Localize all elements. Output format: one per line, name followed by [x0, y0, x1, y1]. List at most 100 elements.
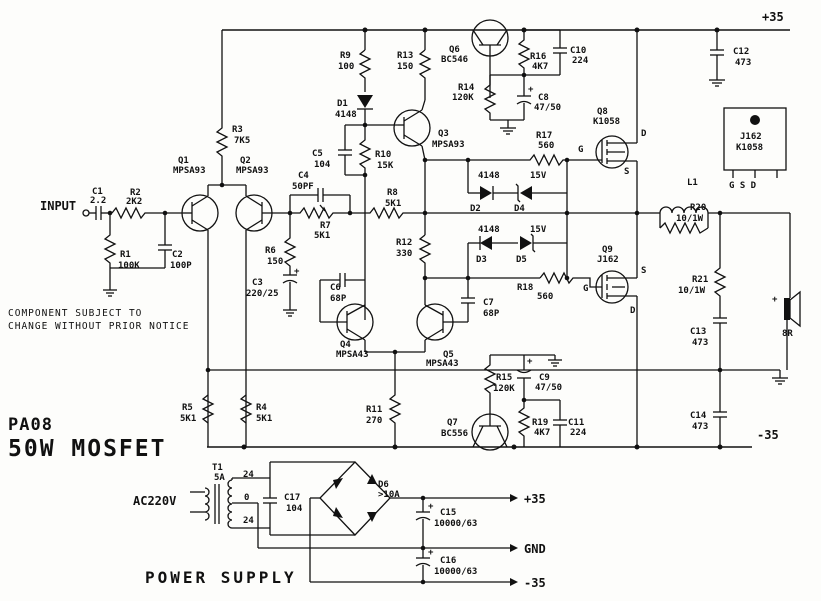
resistor-r20 — [659, 221, 709, 235]
r13-val: 150 — [397, 62, 413, 72]
spk-ref: 8R — [782, 329, 793, 339]
r11-val: 270 — [366, 416, 382, 426]
d6-ref: D6 — [378, 480, 389, 490]
c9-val: 47/50 — [535, 383, 562, 393]
c17-ref: C17 — [284, 493, 300, 503]
r14-ref: R14 — [458, 83, 475, 93]
r10-val: 15K — [377, 161, 394, 171]
ps-negative-label: -35 — [524, 576, 546, 590]
c2-ref: C2 — [172, 250, 183, 260]
transformer-t1 — [190, 477, 270, 548]
r21-val: 10/1W — [678, 286, 706, 296]
c8-ref: C8 — [538, 93, 549, 103]
r15-ref: R15 — [496, 373, 512, 383]
ground-bus — [258, 495, 510, 585]
r12-val: 330 — [396, 249, 412, 259]
r19-val: 4K7 — [534, 428, 550, 438]
q5-ref: Q5 — [443, 350, 454, 360]
resistor-r9 — [358, 49, 372, 92]
resistor-r10 — [358, 125, 372, 320]
transistor-q7 — [471, 413, 509, 451]
resistor-r13 — [418, 49, 432, 100]
q9-s: S — [641, 266, 646, 276]
transistor-q5 — [395, 300, 468, 353]
mosfet-q8 — [595, 135, 638, 213]
r8-ref: R8 — [387, 188, 398, 198]
d5-val: 15V — [530, 225, 547, 235]
c4-val: 50PF — [292, 182, 314, 192]
ac-label: AC220V — [133, 494, 176, 508]
speaker-icon — [784, 213, 801, 370]
c8-val: 47/50 — [534, 103, 561, 113]
q8-d: D — [641, 129, 647, 139]
resistor-r5 — [201, 394, 215, 424]
resistor-r4 — [239, 394, 253, 424]
r8-val: 5K1 — [385, 199, 401, 209]
r21-ref: R21 — [692, 275, 708, 285]
arrow-neg — [510, 578, 518, 586]
q7-val: BC556 — [441, 429, 468, 439]
c9-ref: C9 — [539, 373, 550, 383]
resistor-r14 — [483, 74, 524, 121]
resistor-r19 — [517, 400, 531, 447]
arrow-gnd — [510, 544, 518, 552]
resistor-r16 — [517, 30, 531, 75]
r11-ref: R11 — [366, 405, 382, 415]
c11-ref: C11 — [568, 418, 584, 428]
c6-val: 68P — [330, 294, 347, 304]
r10-ref: R10 — [375, 150, 391, 160]
q9-ref: Q9 — [602, 245, 613, 255]
d2-val: 4148 — [478, 171, 500, 181]
r2-ref: R2 — [130, 188, 141, 198]
c3-plus: + — [294, 267, 300, 277]
q9-d: D — [630, 306, 636, 316]
capacitor-c5 — [338, 125, 365, 176]
capacitor-c4 — [317, 188, 351, 213]
diode-d1 — [357, 95, 373, 125]
r17-val: 560 — [538, 141, 554, 151]
power-supply-title: POWER SUPPLY — [145, 568, 297, 587]
rail-positive-label: +35 — [762, 10, 784, 24]
title-name: 50W MOSFET — [8, 436, 166, 462]
c12-val: 473 — [735, 58, 751, 68]
input-label: INPUT — [40, 199, 76, 213]
capacitor-c3 — [282, 274, 298, 317]
c12-ref: C12 — [733, 47, 749, 57]
r9-val: 100 — [338, 62, 354, 72]
c5-ref: C5 — [312, 149, 323, 159]
c1-val: 2.2 — [90, 196, 106, 206]
q2-val: MPSA93 — [236, 166, 269, 176]
q6-ref: Q6 — [449, 45, 460, 55]
r7-ref: R7 — [320, 221, 331, 231]
r3-ref: R3 — [232, 125, 243, 135]
r6-val: 150 — [267, 257, 283, 267]
r6-ref: R6 — [265, 246, 276, 256]
l1-ref: L1 — [687, 178, 698, 188]
c14-val: 473 — [692, 422, 708, 432]
r16-ref: R16 — [530, 52, 546, 62]
ps-gnd-label: GND — [524, 542, 546, 556]
r14-val: 120K — [452, 93, 474, 103]
r4-ref: R4 — [256, 403, 267, 413]
pinout-name1: J162 — [740, 132, 762, 142]
input-terminal — [82, 209, 96, 217]
c6-ref: C6 — [330, 283, 341, 293]
q8-ref: Q8 — [597, 107, 608, 117]
c15-ref: C15 — [440, 508, 456, 518]
capacitor-c11 — [524, 399, 567, 447]
diode-d3 — [468, 236, 518, 250]
bridge-rectifier-d6 — [309, 461, 510, 583]
capacitor-c17 — [263, 478, 277, 528]
q2-ref: Q2 — [240, 156, 251, 166]
q8-s: S — [624, 167, 629, 177]
c13-val: 473 — [692, 338, 708, 348]
note-line2: CHANGE WITHOUT PRIOR NOTICE — [8, 321, 189, 332]
mosfet-q9 — [595, 213, 638, 447]
c14-ref: C14 — [690, 411, 707, 421]
q5-val: MPSA43 — [426, 359, 459, 369]
capacitor-c14 — [713, 411, 727, 447]
capacitor-c9 — [516, 355, 562, 400]
zener-d5 — [520, 213, 568, 278]
c2-val: 100P — [170, 261, 192, 271]
